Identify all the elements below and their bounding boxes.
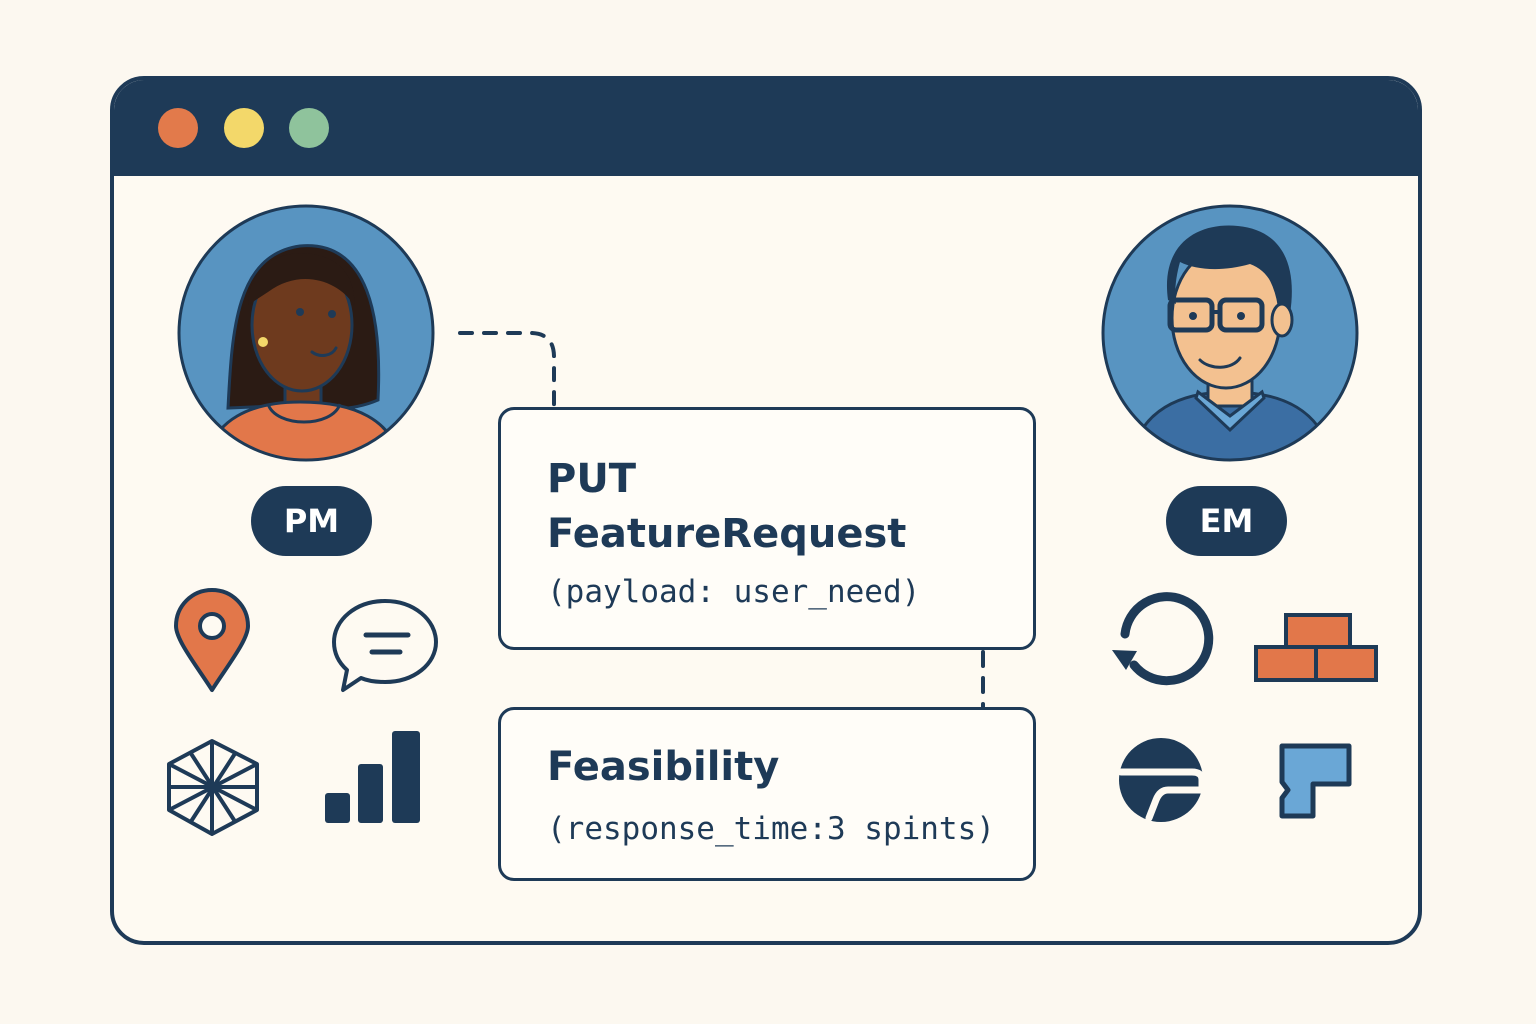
bar-chart-icon xyxy=(325,731,420,823)
pm-connector-line xyxy=(458,331,556,409)
em-avatar xyxy=(1101,204,1359,462)
location-pin-icon xyxy=(174,588,250,692)
feasibility-title: Feasibility xyxy=(547,744,780,790)
half-circle-icon xyxy=(1117,738,1206,822)
cube-wireframe-icon xyxy=(167,739,259,836)
refresh-icon xyxy=(1112,592,1214,686)
title-bar xyxy=(114,80,1418,176)
minimize-dot-button[interactable] xyxy=(224,108,264,148)
chat-bubble-icon xyxy=(332,599,438,692)
feature-request-card: PUT FeatureRequest (payload: user_need) xyxy=(498,407,1036,650)
feasibility-card: Feasibility (response_time:3 spints) xyxy=(498,707,1036,881)
close-dot-button[interactable] xyxy=(158,108,198,148)
puzzle-block-icon xyxy=(1279,743,1352,819)
bricks-icon xyxy=(1254,613,1378,682)
em-role-badge: EM xyxy=(1166,486,1287,556)
pm-avatar xyxy=(177,204,435,462)
request-method: PUT xyxy=(547,456,637,502)
request-params: (payload: user_need) xyxy=(547,574,921,610)
request-name: FeatureRequest xyxy=(547,511,907,557)
pm-role-badge: PM xyxy=(251,486,372,556)
feasibility-params: (response_time:3 spints) xyxy=(547,811,995,847)
maximize-dot-button[interactable] xyxy=(289,108,329,148)
